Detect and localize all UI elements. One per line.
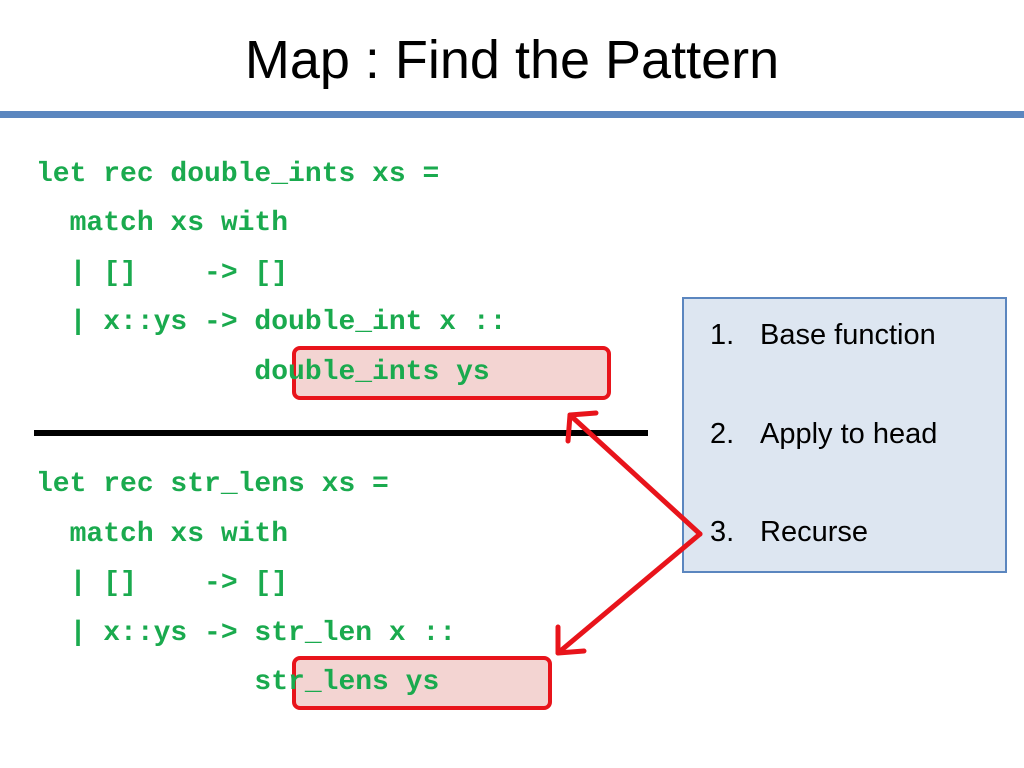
- step-number: 3.: [710, 516, 735, 548]
- step-label: Recurse: [760, 516, 868, 548]
- arrowhead-down-icon: [555, 624, 587, 656]
- code-line-double-ints-match: match xs with: [36, 208, 289, 239]
- step-label: Base function: [760, 319, 936, 351]
- steps-callout: 1. Base function 2. Apply to head 3. Recurs…: [682, 297, 1007, 573]
- code-line-str-lens-match: match xs with: [36, 519, 289, 550]
- arrowhead-up-icon: [565, 410, 599, 444]
- step-number: 1.: [710, 319, 735, 351]
- step-label: Apply to head: [760, 418, 938, 450]
- code-divider: [34, 430, 648, 436]
- code-line-str-lens-recurse: str_lens ys: [36, 667, 440, 698]
- arrow-to-str-lens-ys: [555, 531, 703, 656]
- arrow-to-double-ints-ys: [567, 412, 703, 537]
- code-line-double-ints-def: let rec double_ints xs =: [36, 159, 440, 190]
- highlight-double-ints-ys: [292, 346, 611, 400]
- code-line-double-ints-cons-case: | x::ys -> double_int x ::: [36, 307, 507, 338]
- code-line-double-ints-empty-case: | [] -> []: [36, 258, 289, 289]
- title-rule: [0, 111, 1024, 118]
- code-line-str-lens-empty-case: | [] -> []: [36, 568, 289, 599]
- step-item: 2. Apply to head: [710, 416, 937, 452]
- code-line-double-ints-recurse: double_ints ys: [36, 357, 490, 388]
- code-line-str-lens-def: let rec str_lens xs =: [36, 469, 389, 500]
- code-line-str-lens-cons-case: | x::ys -> str_len x ::: [36, 618, 457, 649]
- highlight-str-lens-ys: [292, 656, 552, 710]
- step-item: 3. Recurse: [710, 514, 868, 550]
- slide-title: Map : Find the Pattern: [244, 30, 780, 90]
- step-number: 2.: [710, 418, 735, 450]
- step-item: 1. Base function: [710, 317, 936, 353]
